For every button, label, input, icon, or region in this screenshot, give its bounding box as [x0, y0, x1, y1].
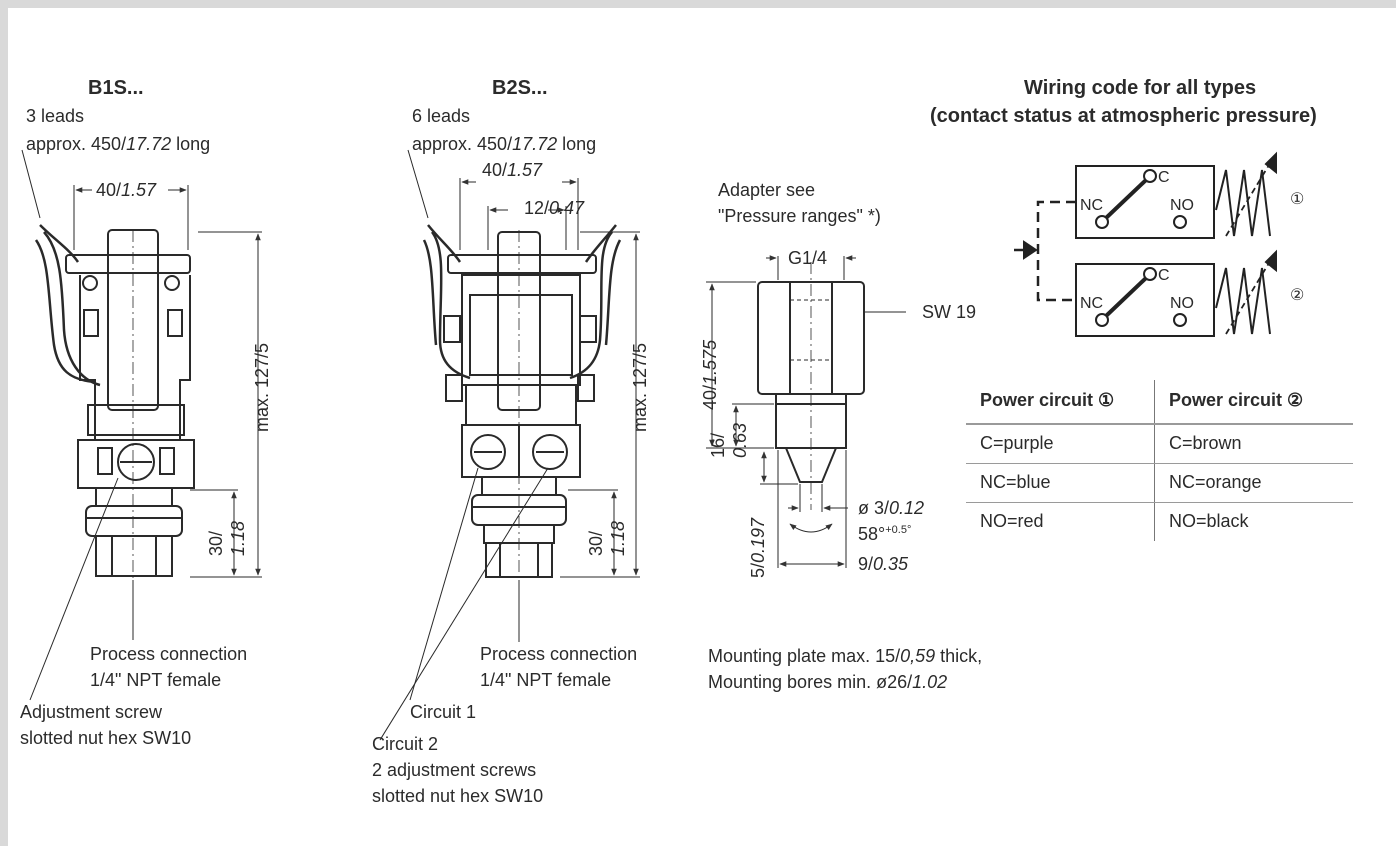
- adapter-note: Adapter see: [718, 180, 816, 200]
- b1s-height-dimension: max. 127/5: [252, 342, 272, 432]
- b1s-device-drawing: [21, 149, 262, 701]
- adapter-pressure-ranges: "Pressure ranges" *): [718, 206, 881, 226]
- wiring-code-table: Power circuit ① Power circuit ② C=purple…: [966, 380, 1353, 541]
- switch-1-nc: NC: [1080, 197, 1104, 214]
- b1s-adjustment-hex: slotted nut hex SW10: [20, 728, 192, 748]
- circuit-1-marker: ①: [1290, 191, 1305, 208]
- b2s-process-connection: Process connection: [480, 644, 638, 664]
- b1s-title: B1S...: [88, 77, 144, 99]
- adapter-angle-dimension: 58°+0.5°: [858, 524, 912, 544]
- b2s-inner-dimension: 12/0.47: [524, 198, 585, 218]
- b2s-leads-label: 6 leads: [412, 106, 471, 126]
- table-cell: NO=black: [1169, 511, 1249, 531]
- table-header: Power circuit ②: [1154, 380, 1353, 425]
- adapter-height-dimension: 40/1.575: [700, 339, 720, 410]
- wiring-subtitle: (contact status at atmospheric pressure): [930, 105, 1317, 127]
- b2s-leads-length: approx. 450/17.72 long: [412, 134, 597, 154]
- switch-2-c: C: [1158, 267, 1170, 284]
- b1s-adjustment-screw: Adjustment screw: [20, 702, 163, 722]
- adapter-hex-label: SW 19: [922, 302, 977, 322]
- b1s-process-thread: 1/4" NPT female: [90, 670, 222, 690]
- b1s-connection-dimension: 30/1.18: [206, 520, 248, 556]
- b1s-width-dimension: 40/1.57: [96, 180, 157, 200]
- switch-1-c: C: [1158, 169, 1170, 186]
- table-row: NO=red NO=black: [966, 502, 1353, 541]
- mounting-bores-note: Mounting bores min. ø26/1.02: [708, 672, 948, 692]
- adapter-thread-dimension: 16/0.63: [708, 422, 750, 458]
- mounting-plate-note: Mounting plate max. 15/0,59 thick,: [708, 646, 983, 666]
- b2s-connection-dimension: 30/1.18: [586, 520, 628, 556]
- b2s-adjustment-screws: 2 adjustment screws: [372, 760, 537, 780]
- table-cell: NC=orange: [1154, 463, 1353, 503]
- table-header: Power circuit ①: [966, 380, 1155, 425]
- switch-2-nc: NC: [1080, 295, 1104, 312]
- adapter-length-dimension: 9/0.35: [858, 554, 909, 574]
- table-cell: NO=red: [966, 502, 1155, 541]
- adapter-drawing: [706, 255, 906, 568]
- table-row: C=purple C=brown: [966, 424, 1353, 464]
- table-cell: C=brown: [1154, 424, 1353, 464]
- wiring-schematic: [1014, 151, 1277, 337]
- adapter-thread-label: G1/4: [788, 248, 828, 268]
- switch-2-no: NO: [1170, 295, 1194, 312]
- b2s-title: B2S...: [492, 77, 548, 99]
- b1s-leads-label: 3 leads: [26, 106, 85, 126]
- b2s-circuit-1-label: Circuit 1: [410, 702, 477, 722]
- table-header-row: Power circuit ① Power circuit ②: [966, 380, 1353, 425]
- table-cell: C=purple: [966, 424, 1155, 464]
- b2s-adjustment-hex: slotted nut hex SW10: [372, 786, 544, 806]
- adapter-diameter-dimension: ø 3/0.12: [858, 498, 925, 518]
- switch-1-no: NO: [1170, 197, 1194, 214]
- b1s-leads-length: approx. 450/17.72 long: [26, 134, 211, 154]
- table-cell: NC=blue: [966, 463, 1155, 503]
- b2s-height-dimension: max. 127/5: [630, 342, 650, 432]
- b2s-circuit-2-label: Circuit 2: [372, 734, 439, 754]
- adapter-tip-dimension: 5/0.197: [748, 517, 768, 578]
- circuit-2-marker: ②: [1290, 287, 1305, 304]
- b2s-width-dimension: 40/1.57: [482, 160, 543, 180]
- wiring-title: Wiring code for all types: [1024, 77, 1257, 99]
- table-row: NC=blue NC=orange: [966, 463, 1353, 503]
- b1s-process-connection: Process connection: [90, 644, 248, 664]
- b2s-device-drawing: [379, 149, 640, 741]
- b2s-process-thread: 1/4" NPT female: [480, 670, 612, 690]
